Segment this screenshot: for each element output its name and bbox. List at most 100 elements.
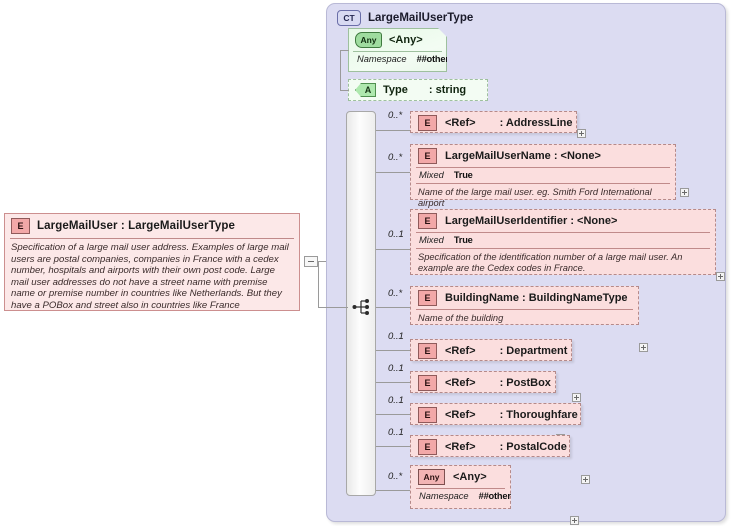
connector-spine-attributes	[340, 50, 341, 91]
element-row-addressline[interactable]: E <Ref> : AddressLine	[410, 111, 577, 133]
element-icon: E	[418, 148, 437, 164]
occurrence-row-7: 0..1	[388, 395, 404, 406]
element-row-postbox-name: <Ref>	[445, 377, 476, 389]
element-row-postbox-header: E <Ref> : PostBox	[411, 372, 555, 394]
occurrence-row-8: 0..1	[388, 427, 404, 438]
wildcard-any-bottom-header: Any <Any>	[411, 466, 510, 488]
element-row-largemailusername-documentation: Name of the large mail user. eg. Smith F…	[418, 187, 652, 209]
namespace-label: Namespace	[419, 491, 469, 501]
element-row-largemailuseridentifier-documentation: Specification of the identification numb…	[418, 252, 683, 274]
connector-row-3	[376, 249, 410, 250]
divider	[416, 232, 710, 233]
collapse-toggle[interactable]	[304, 256, 318, 267]
element-row-largemailusername[interactable]: E LargeMailUserName : <None> Mixed True …	[410, 144, 676, 208]
mixed-value: True	[453, 170, 473, 180]
element-icon: E	[418, 375, 437, 391]
element-row-department-header: E <Ref> : Department	[411, 340, 571, 362]
connector-into-sequence	[318, 307, 348, 308]
element-row-thoroughfare[interactable]: E <Ref> : Thoroughfare	[410, 403, 581, 425]
attribute-type-box[interactable]: A Type : string	[348, 79, 488, 101]
element-row-department-type: : Department	[499, 345, 568, 357]
expand-largemailuseridentifier[interactable]	[716, 272, 725, 281]
wildcard-any-top-namespace-row: Namespace ##other	[349, 52, 446, 67]
divider	[353, 51, 442, 52]
sequence-icon	[352, 298, 372, 316]
element-row-postalcode[interactable]: E <Ref> : PostalCode	[410, 435, 570, 457]
wildcard-any-bottom[interactable]: Any <Any> Namespace ##other	[410, 465, 511, 509]
element-row-postalcode-header: E <Ref> : PostalCode	[411, 436, 569, 458]
namespace-value: ##other	[478, 491, 511, 501]
root-element-header: E LargeMailUser : LargeMailUserType	[5, 214, 299, 238]
divider	[10, 238, 294, 239]
root-element-title: LargeMailUser : LargeMailUserType	[37, 220, 236, 232]
connector-row-6	[376, 382, 410, 383]
namespace-label: Namespace	[357, 54, 407, 64]
complextype-header: CT LargeMailUserType	[327, 4, 725, 26]
element-row-thoroughfare-header: E <Ref> : Thoroughfare	[411, 404, 580, 426]
element-row-addressline-type: : AddressLine	[499, 117, 573, 129]
element-row-postbox[interactable]: E <Ref> : PostBox	[410, 371, 556, 393]
expand-department[interactable]	[572, 393, 581, 402]
element-row-largemailusername-name: LargeMailUserName : <None>	[445, 150, 601, 162]
element-row-thoroughfare-type: : Thoroughfare	[499, 409, 578, 421]
element-row-buildingname-documentation: Name of the building	[418, 313, 504, 323]
occurrence-row-6: 0..1	[388, 363, 404, 374]
element-icon: E	[418, 439, 437, 455]
expand-buildingname[interactable]	[639, 343, 648, 352]
root-element-box[interactable]: E LargeMailUser : LargeMailUserType Spec…	[4, 213, 300, 311]
connector-row-8	[376, 446, 410, 447]
connector-row-9	[376, 490, 410, 491]
attribute-type-header: A Type : string	[349, 80, 487, 100]
element-row-largemailusername-header: E LargeMailUserName : <None>	[411, 145, 675, 167]
expand-postalcode[interactable]	[570, 516, 579, 525]
divider	[416, 488, 505, 489]
connector-row-4	[376, 307, 410, 308]
element-row-largemailuseridentifier-header: E LargeMailUserIdentifier : <None>	[411, 210, 715, 232]
connector-to-any-top	[340, 50, 349, 51]
element-row-largemailuseridentifier-mixed: Mixed True	[411, 233, 715, 248]
expand-addressline[interactable]	[577, 129, 586, 138]
connector-row-1	[376, 130, 410, 131]
wildcard-any-top-header: Any <Any>	[349, 29, 446, 51]
root-element-documentation: Specification of a large mail user addre…	[11, 242, 289, 311]
divider	[416, 309, 633, 310]
complextype-icon: CT	[337, 10, 361, 26]
element-row-addressline-name: <Ref>	[445, 117, 476, 129]
element-row-buildingname[interactable]: E BuildingName : BuildingNameType Name o…	[410, 286, 639, 325]
attribute-type-name: Type	[383, 84, 408, 96]
element-icon: E	[418, 343, 437, 359]
mixed-label: Mixed	[419, 235, 444, 245]
element-row-largemailuseridentifier[interactable]: E LargeMailUserIdentifier : <None> Mixed…	[410, 209, 716, 275]
element-row-department-name: <Ref>	[445, 345, 476, 357]
wildcard-any-top[interactable]: Any <Any> Namespace ##other	[348, 28, 447, 72]
connector-to-attribute-type	[340, 90, 349, 91]
occurrence-row-3: 0..1	[388, 229, 404, 240]
occurrence-row-1: 0..*	[388, 110, 403, 121]
wildcard-any-top-title: <Any>	[389, 34, 423, 46]
occurrence-row-4: 0..*	[388, 288, 403, 299]
connector-sequence-stub	[318, 261, 319, 308]
mixed-value: True	[453, 235, 473, 245]
element-icon: E	[418, 407, 437, 423]
wildcard-any-bottom-title: <Any>	[453, 471, 487, 483]
element-row-buildingname-name: BuildingName : BuildingNameType	[445, 292, 628, 304]
occurrence-row-2: 0..*	[388, 152, 403, 163]
mixed-label: Mixed	[419, 170, 444, 180]
divider	[416, 183, 670, 184]
expand-largemailusername[interactable]	[680, 188, 689, 197]
divider	[416, 248, 710, 249]
connector-row-7	[376, 414, 410, 415]
element-row-largemailuseridentifier-name: LargeMailUserIdentifier : <None>	[445, 215, 618, 227]
expand-thoroughfare[interactable]	[581, 475, 590, 484]
element-row-postbox-type: : PostBox	[499, 377, 551, 389]
element-row-postalcode-name: <Ref>	[445, 441, 476, 453]
sequence-icon-svg	[352, 299, 369, 315]
element-icon: E	[11, 218, 30, 234]
attribute-icon: A	[355, 83, 376, 97]
element-row-postalcode-type: : PostalCode	[499, 441, 567, 453]
occurrence-row-5: 0..1	[388, 331, 404, 342]
namespace-value: ##other	[416, 54, 449, 64]
connector-row-2	[376, 172, 410, 173]
element-row-department[interactable]: E <Ref> : Department	[410, 339, 572, 361]
element-icon: E	[418, 213, 437, 229]
